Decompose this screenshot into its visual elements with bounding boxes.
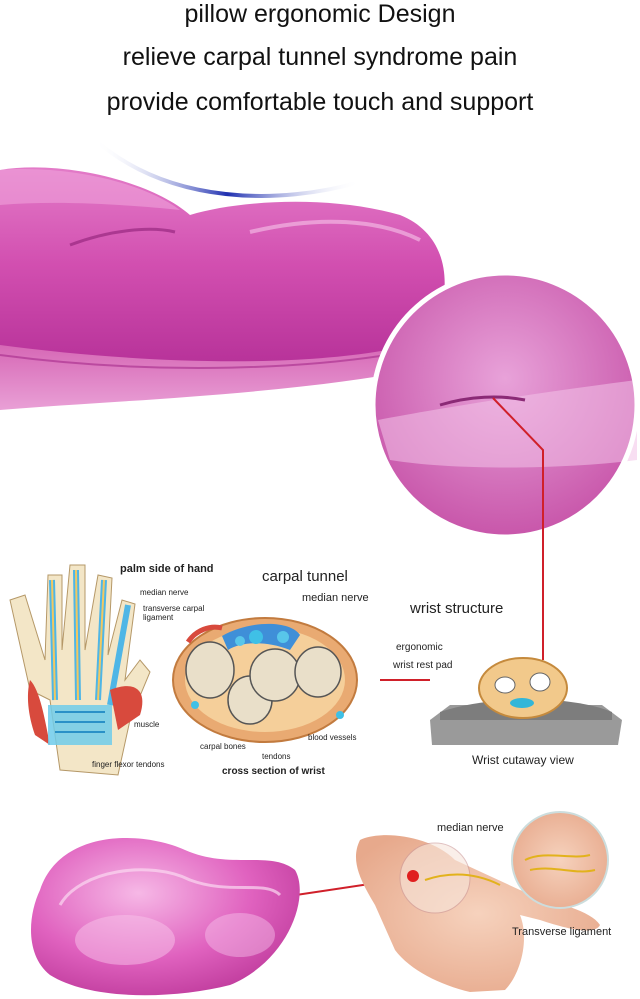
- label-median-nerve-center: median nerve: [302, 592, 369, 604]
- gel-pad-large: [0, 167, 445, 410]
- label-median-nerve-hand: median nerve: [437, 822, 504, 834]
- hand-anatomy-drawing: [9, 564, 151, 776]
- label-wrist-rest-pad: wrist rest pad: [393, 660, 453, 671]
- label-carpal-bones: carpal bones: [200, 742, 246, 751]
- label-cross-section: cross section of wrist: [222, 766, 325, 777]
- label-wrist-structure: wrist structure: [410, 600, 504, 617]
- headline-line-1: pillow ergonomic Design: [184, 0, 456, 28]
- wrist-cutaway-drawing: [430, 657, 622, 745]
- blue-swoosh: [93, 138, 361, 198]
- label-blood-vessels: blood vessels: [308, 733, 357, 742]
- label-tendons: tendons: [262, 752, 291, 761]
- hand-illustration: [355, 811, 609, 992]
- label-median-nerve-left: median nerve: [140, 588, 189, 597]
- label-ergonomic: ergonomic: [396, 642, 443, 653]
- label-ligament: ligament: [143, 613, 174, 622]
- label-palm-side: palm side of hand: [120, 563, 214, 575]
- headline-line-3: provide comfortable touch and support: [106, 88, 534, 116]
- zoom-circle: [370, 270, 640, 540]
- label-transverse-ligament: Transverse ligament: [512, 926, 612, 938]
- label-muscle: muscle: [134, 720, 160, 729]
- label-wrist-cutaway: Wrist cutaway view: [472, 753, 574, 767]
- gel-pad-small: [30, 838, 300, 996]
- label-finger-flexor: finger flexor tendons: [92, 760, 165, 769]
- cross-section-drawing: [172, 617, 358, 743]
- label-transverse-carpal: transverse carpal: [143, 604, 205, 613]
- headline-line-2: relieve carpal tunnel syndrome pain: [122, 43, 518, 71]
- label-carpal-tunnel: carpal tunnel: [262, 568, 348, 585]
